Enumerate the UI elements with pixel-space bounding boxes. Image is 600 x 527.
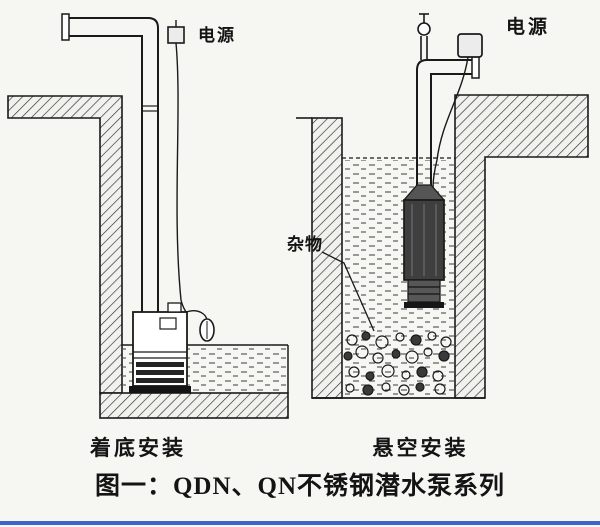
strainer-bar	[136, 362, 184, 367]
pipe-outlet-flange	[61, 13, 70, 41]
debris-label: 杂物	[287, 235, 323, 254]
right-power-cable	[432, 56, 469, 189]
capacitor-box	[159, 317, 177, 330]
right-diagram-left-wall	[311, 117, 343, 399]
power-label-right: 电源	[506, 17, 551, 38]
bottom-accent-line	[0, 521, 600, 525]
strainer	[407, 279, 441, 303]
caption-suspended: 悬空安装	[372, 436, 469, 460]
pump-base	[404, 302, 444, 308]
pump-bottom-seated	[129, 302, 191, 393]
left-pit-floor	[99, 392, 289, 419]
pipe-outlet-flange	[471, 55, 480, 79]
power-plug-icon	[167, 26, 185, 44]
strainer-bar	[136, 378, 184, 383]
right-installation-diagram	[296, 13, 589, 399]
left-discharge-pipe	[61, 13, 159, 312]
pump-base	[129, 386, 191, 393]
right-discharge-pipe	[416, 13, 480, 185]
float-cable	[185, 310, 208, 321]
right-ground-wall	[454, 94, 589, 399]
pump-suspended	[402, 184, 446, 308]
caption-bottom-seated: 着底安装	[90, 436, 186, 460]
figure-title: 图一：QDN、QN不锈钢潜水泵系列	[94, 473, 506, 500]
strainer-bar	[136, 370, 184, 375]
left-power-cable	[175, 42, 187, 313]
left-installation-diagram	[7, 13, 289, 419]
power-plug-icon	[457, 33, 483, 58]
left-ground-wall	[7, 95, 123, 394]
power-label-left: 电源	[198, 26, 236, 45]
valve-icon	[417, 22, 431, 36]
debris-leader-line	[321, 251, 375, 332]
debris-pile	[343, 331, 452, 396]
cable-gland	[167, 302, 182, 313]
